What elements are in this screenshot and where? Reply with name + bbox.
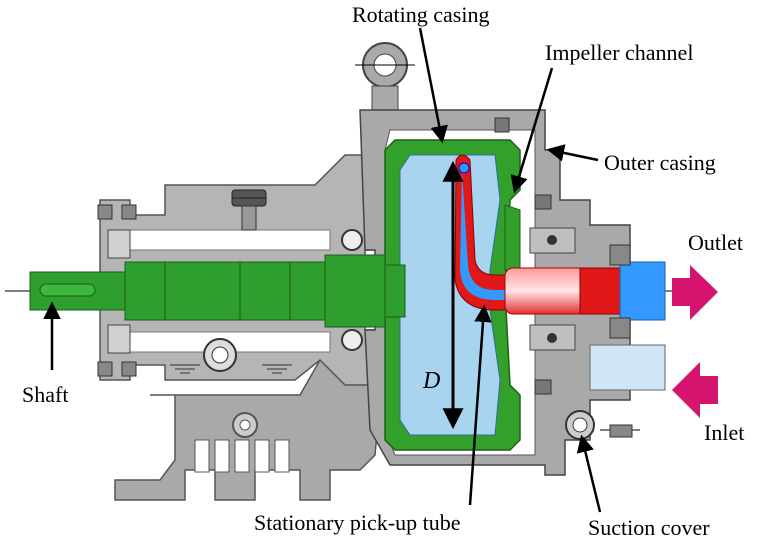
leader-outer-casing [546, 144, 599, 162]
inlet-arrow [672, 362, 718, 418]
oil-fill-cap [231, 189, 267, 231]
label-shaft: Shaft [22, 382, 68, 407]
lifting-eye [355, 42, 415, 117]
leader-rotating-casing [418, 27, 448, 144]
leader-impeller-channel [510, 67, 554, 194]
shaft [29, 254, 406, 328]
label-rotating-casing: Rotating casing [352, 2, 489, 27]
outlet-arrow [672, 265, 718, 320]
leader-pickup-tube [468, 304, 492, 506]
leader-suction-cover [576, 434, 602, 513]
suction-chamber [589, 344, 666, 391]
label-impeller-channel: Impeller channel [545, 40, 693, 65]
stationary-pickup-tube [454, 154, 666, 339]
pump-base-frame [114, 359, 381, 501]
diameter-symbol: D [422, 368, 440, 394]
outlet-seal [529, 227, 576, 351]
label-inlet: Inlet [704, 420, 744, 445]
label-suction-cover: Suction cover [588, 515, 710, 540]
label-outlet: Outlet [688, 230, 743, 255]
label-stationary-pickup-tube: Stationary pick-up tube [254, 510, 461, 535]
label-outer-casing: Outer casing [604, 150, 716, 175]
